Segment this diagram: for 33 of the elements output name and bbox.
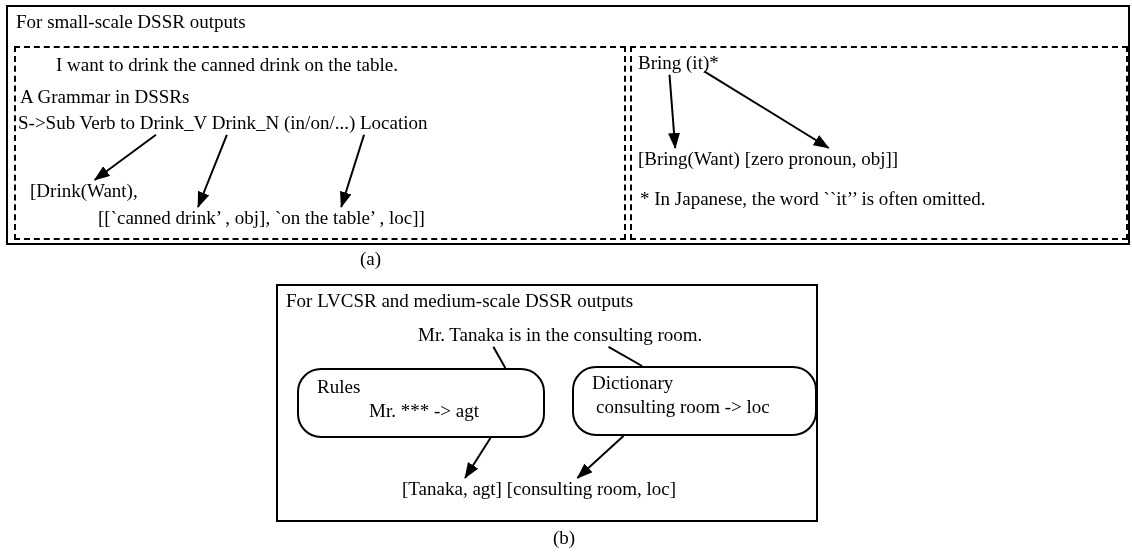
panel-caption: (b): [553, 527, 576, 549]
arrow: [703, 70, 830, 149]
expression-text: [Drink(Want),: [30, 180, 138, 203]
body-text: consulting room -> loc: [596, 396, 770, 419]
heading-text: For LVCSR and medium-scale DSSR outputs: [286, 290, 634, 313]
arrow: [464, 437, 492, 479]
arrow: [197, 133, 228, 208]
arrow: [576, 435, 625, 479]
expression-text: Mr. Tanaka is in the consulting room.: [418, 324, 703, 347]
connector-line: [607, 345, 644, 367]
expression-text: Bring (it)*: [638, 52, 719, 75]
panel-caption: (a): [360, 248, 382, 270]
heading-text: * In Japanese, the word ``it’’ is often omitted.: [640, 188, 986, 211]
expression-text: S->Sub Verb to Drink_V Drink_N (in/on/...) Location: [18, 112, 428, 135]
panel-box: [6, 5, 1130, 245]
heading-text: For small-scale DSSR outputs: [16, 11, 246, 34]
rounded-box: [572, 366, 817, 436]
arrow: [340, 133, 366, 208]
connector-line: [492, 345, 507, 369]
expression-text: [[`canned drink’ , obj], `on the table’ , loc]]: [98, 207, 425, 230]
dashed-panel: [14, 46, 626, 240]
expression-text: [Tanaka, agt] [consulting room, loc]: [402, 478, 677, 501]
arrow: [93, 133, 157, 181]
expression-text: [Bring(Want) [zero pronoun, obj]]: [638, 148, 899, 171]
body-text: A Grammar in DSSRs: [20, 86, 190, 109]
heading-text: Dictionary: [592, 372, 674, 395]
dashed-panel: [630, 46, 1128, 240]
rounded-box: [297, 368, 545, 438]
arrow: [668, 73, 680, 149]
body-text: Mr. *** -> agt: [369, 400, 479, 423]
panel-box: [276, 284, 818, 522]
heading-text: I want to drink the canned drink on the table.: [56, 54, 398, 77]
heading-text: Rules: [317, 376, 361, 399]
